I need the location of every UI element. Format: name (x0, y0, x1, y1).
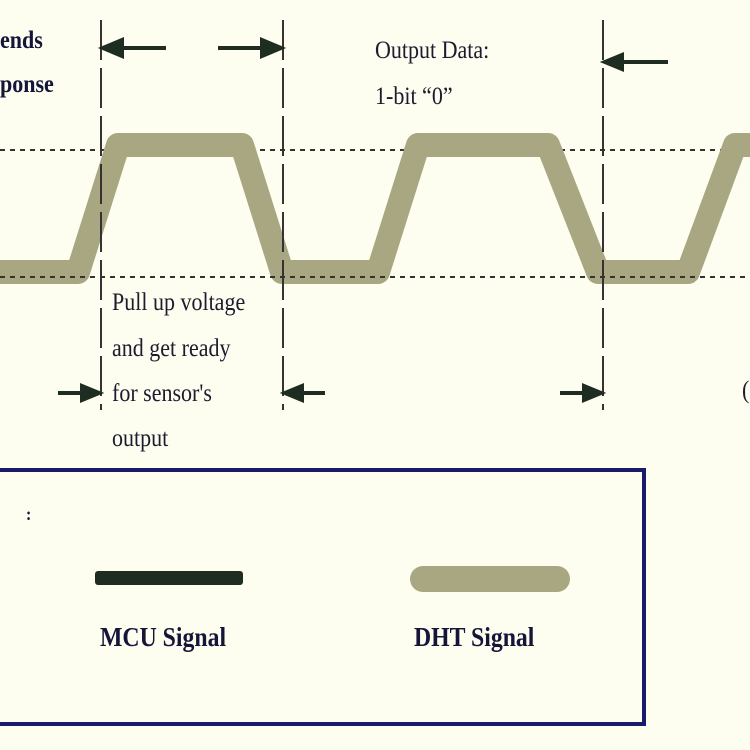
bit-value-label: 1-bit “0” (375, 83, 453, 110)
dht-signal-waveform (0, 133, 750, 284)
pull-up-label-line: output (112, 425, 169, 452)
partial-right-label: ( (742, 377, 750, 404)
arrow-right-icon (560, 383, 607, 403)
pull-up-label-line: and get ready (112, 335, 231, 362)
pull-up-label-line: for sensor's (112, 380, 212, 407)
output-data-label: Output Data: (375, 37, 490, 64)
mcu-signal-swatch (95, 571, 243, 585)
arrow-right-icon (218, 36, 287, 60)
arrow-left-icon (97, 36, 166, 60)
mcu-sends-label: ends (0, 27, 43, 54)
legend-colon: : (26, 504, 32, 524)
dht-signal-label: DHT Signal (414, 622, 535, 652)
arrow-right-icon (58, 383, 105, 403)
legend-box (0, 468, 646, 726)
arrow-left-icon (279, 383, 325, 403)
arrow-left-icon (599, 52, 668, 72)
dht-signal-swatch (410, 566, 570, 592)
pull-up-label-line: Pull up voltage (112, 289, 246, 316)
response-label: ponse (0, 71, 54, 98)
mcu-signal-label: MCU Signal (100, 622, 227, 652)
